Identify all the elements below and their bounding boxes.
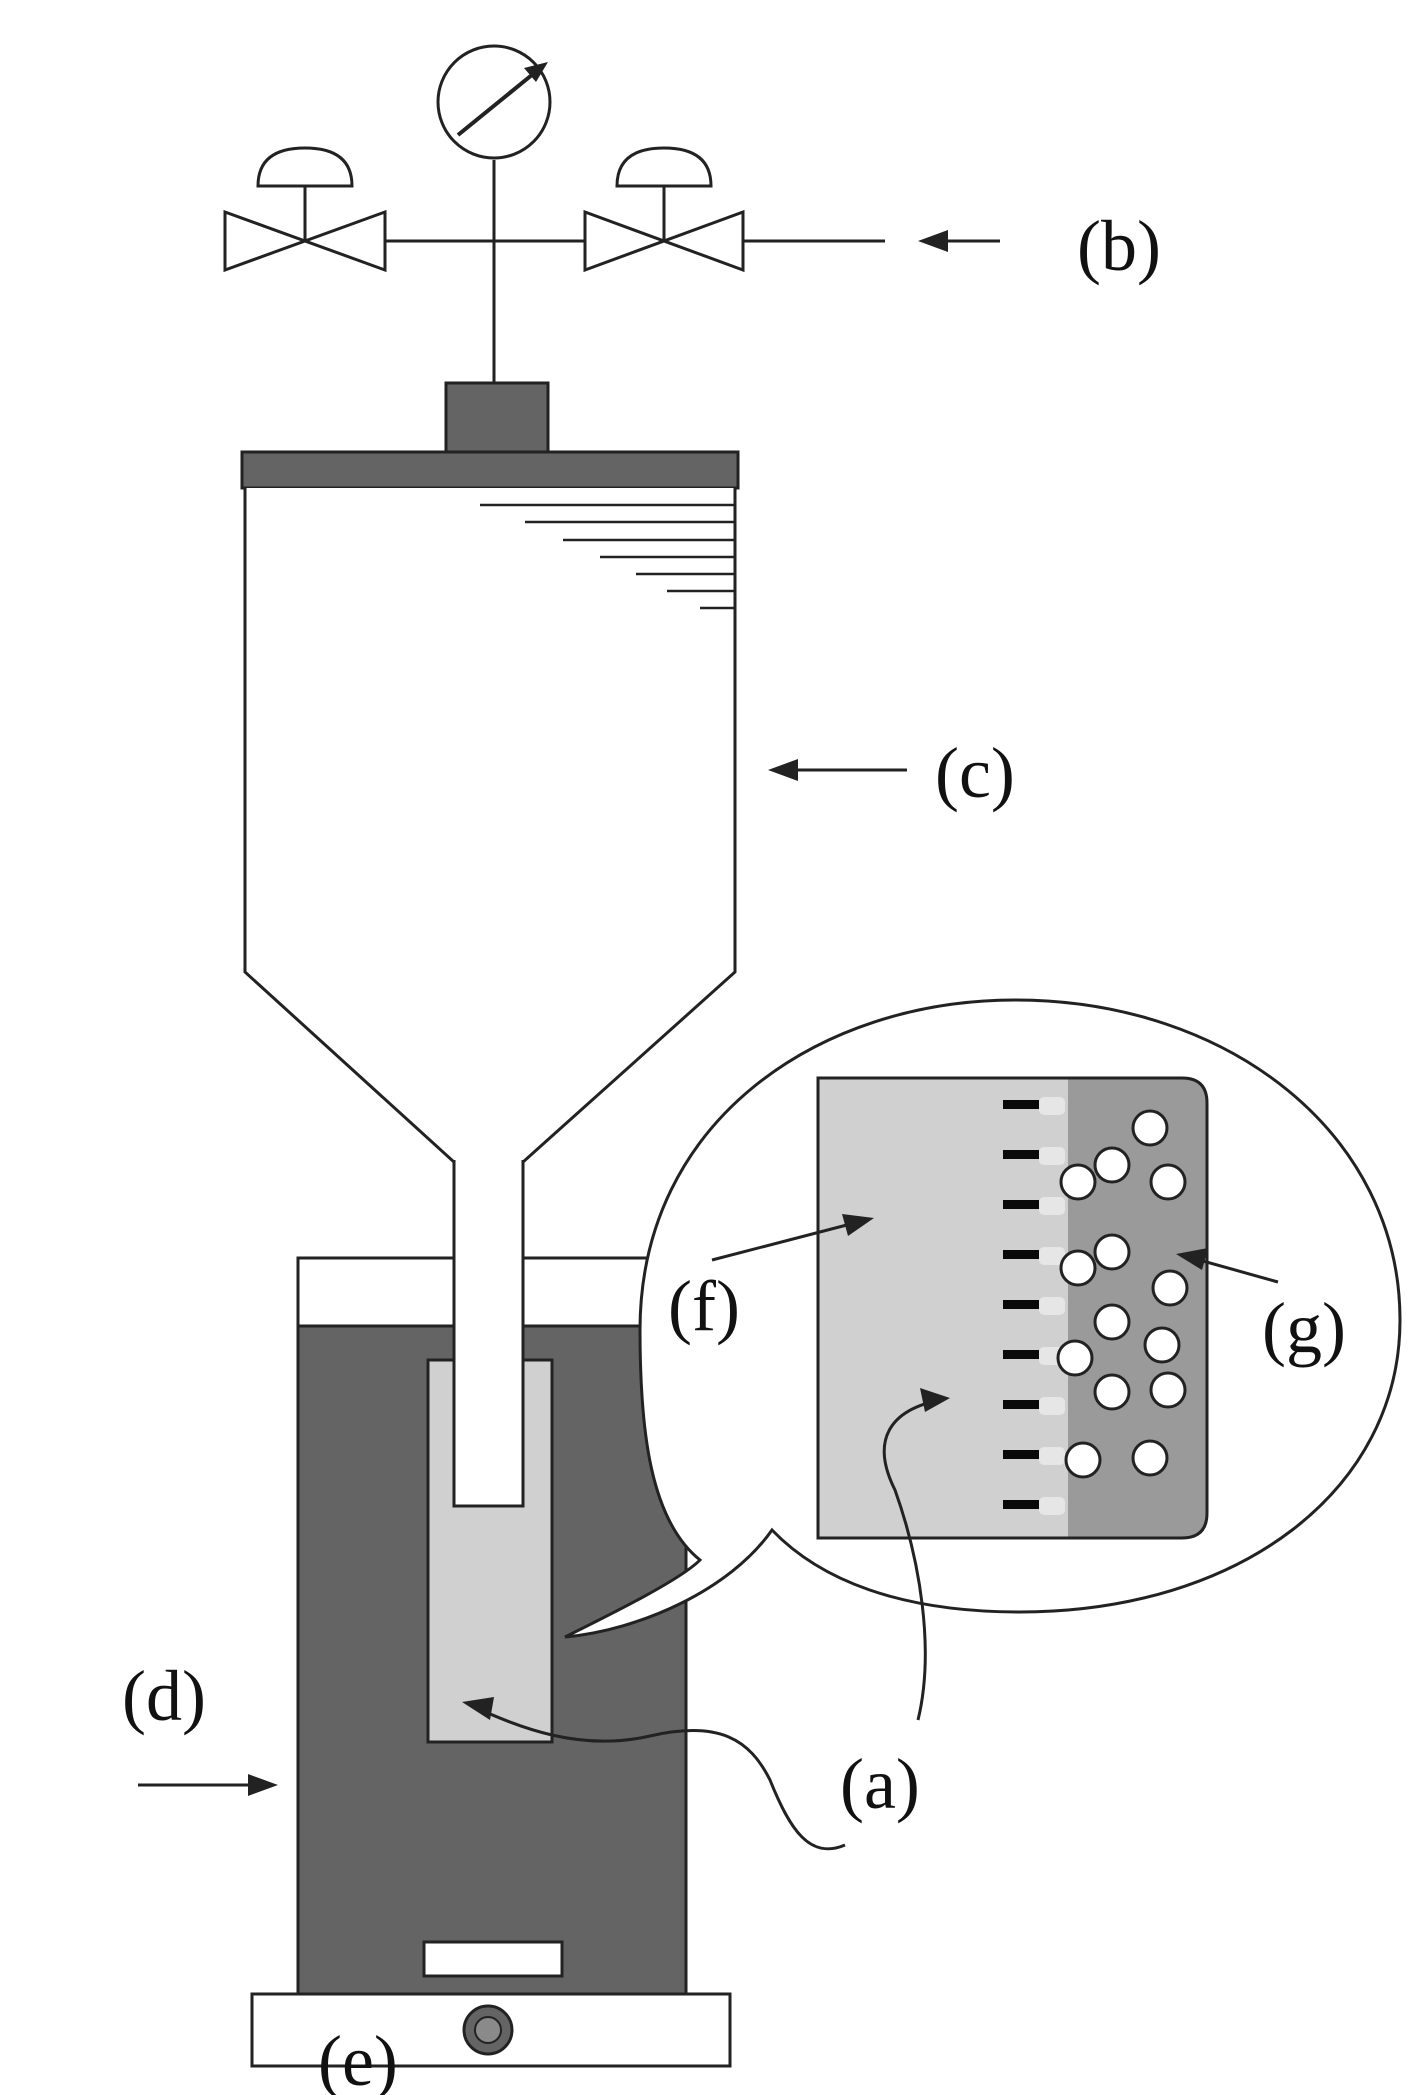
graduation-marks [480,503,735,610]
reservoir-lid [240,450,740,490]
bath-slot [422,1940,564,1978]
arrow-b [918,230,1000,252]
label-c: (c) [935,733,1015,813]
inset-panel [816,1076,1209,1540]
label-b: (b) [1077,206,1161,286]
label-g: (g) [1262,1288,1346,1368]
label-a: (a) [840,1744,920,1824]
arrow-a-inset [882,1388,950,1721]
sample-cell [426,1358,554,1744]
valve-icon [583,146,745,273]
arrow-d [138,1774,278,1796]
molecule-bars [1003,1097,1065,1515]
piping-assembly [385,160,885,385]
arrow-a-cell [462,1697,846,1851]
label-f: (f) [668,1266,740,1346]
valve-icon [223,146,387,273]
label-e: (e) [318,2021,398,2095]
connector-block [444,381,550,457]
label-d: (d) [122,1656,206,1736]
pressure-gauge-icon [436,44,552,160]
arrow-f [711,1214,874,1262]
arrow-c [768,759,907,781]
bubbles [1056,1109,1189,1479]
control-knob-icon [462,2004,514,2056]
arrow-g [1176,1248,1279,1284]
reservoir-body [243,488,737,1252]
